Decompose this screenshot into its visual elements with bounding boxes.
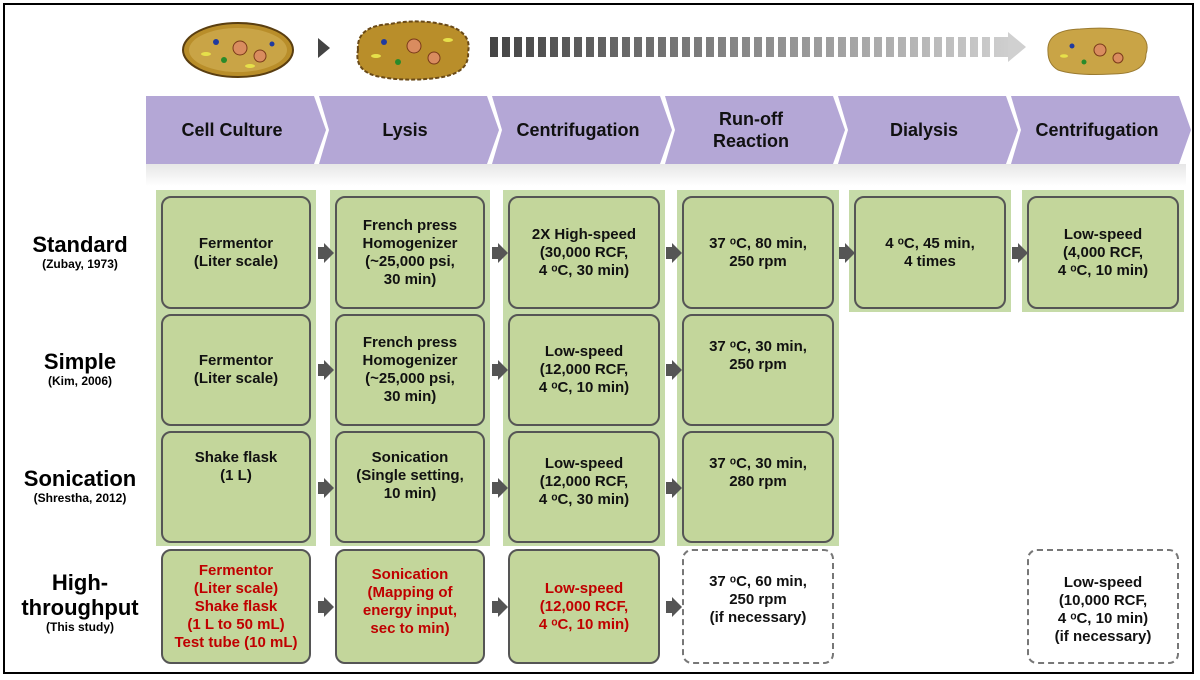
box-text: Sonication (Mapping of energy input, sec… [362, 565, 458, 637]
row-name: Standard [32, 232, 128, 257]
flow-arrow-icon [839, 243, 855, 263]
row-ref: (This study) [46, 620, 114, 634]
sonication-runoff-box: 37 ᵒC, 30 min, 280 rpm [682, 431, 834, 543]
box-text: 37 ᵒC, 30 min, 280 rpm [709, 455, 807, 490]
figure-frame [3, 3, 1194, 674]
flow-arrow-icon [492, 597, 508, 617]
row-name: Sonication [23, 466, 137, 491]
row-label-standard: Standard (Zubay, 1973) [10, 232, 150, 272]
flow-arrow-icon [492, 478, 508, 498]
row-ref: (Zubay, 1973) [42, 257, 118, 271]
flow-arrow-icon [318, 597, 334, 617]
ht-lysis-box: Sonication (Mapping of energy input, sec… [335, 549, 485, 664]
box-text: 37 ᵒC, 60 min, 250 rpm (if necessary) [709, 572, 807, 626]
ht-runoff-box: 37 ᵒC, 60 min, 250 rpm (if necessary) [682, 549, 834, 664]
intact-cell-icon [182, 22, 294, 78]
ht-centrifugation-box: Low-speed (12,000 RCF, 4 ᵒC, 10 min) [508, 549, 660, 664]
flow-arrow-icon [1012, 243, 1028, 263]
row-name: Simple [43, 349, 117, 374]
box-text: Low-speed (10,000 RCF, 4 ᵒC, 10 min) (if… [1054, 573, 1152, 645]
standard-lysis-box: French press Homogenizer (~25,000 psi, 3… [335, 196, 485, 309]
box-text: Sonication (Single setting, 10 min) [356, 449, 464, 502]
simple-lysis-box: French press Homogenizer (~25,000 psi, 3… [335, 314, 485, 426]
box-text: 4 ᵒC, 45 min, 4 times [885, 234, 975, 270]
box-text: Low-speed (12,000 RCF, 4 ᵒC, 10 min) [538, 579, 630, 633]
simple-culture-box: Fermentor (Liter scale) [161, 314, 311, 426]
row-label-simple: Simple (Kim, 2006) [10, 349, 150, 389]
row-label-sonication: Sonication (Shrestha, 2012) [10, 466, 150, 506]
sonication-culture-box: Shake flask (1 L) [161, 431, 311, 543]
box-text: Fermentor (Liter scale) [193, 234, 279, 270]
row-ref: (Kim, 2006) [47, 374, 113, 388]
flow-arrow-icon [318, 360, 334, 380]
box-text: French press Homogenizer (~25,000 psi, 3… [362, 216, 458, 288]
standard-centrifugation-box: 2X High-speed (30,000 RCF, 4 ᵒC, 30 min) [508, 196, 660, 309]
row-name: High- throughput [21, 570, 139, 620]
flow-arrow-icon [318, 243, 334, 263]
stage-dialysis: Dialysis [838, 96, 1018, 164]
flow-arrow-icon [666, 478, 682, 498]
chevron-shadow [146, 164, 1186, 186]
row-ref: (Shrestha, 2012) [33, 491, 127, 505]
standard-runoff-box: 37 ᵒC, 80 min, 250 rpm [682, 196, 834, 309]
stage-label: Centrifugation [1035, 120, 1159, 140]
lysed-cell-icon [356, 20, 470, 81]
flow-arrow-icon [318, 478, 334, 498]
ht-culture-box: Fermentor (Liter scale) Shake flask (1 L… [161, 549, 311, 664]
sonication-centrifugation-box: Low-speed (12,000 RCF, 4 ᵒC, 30 min) [508, 431, 660, 543]
box-text: 37 ᵒC, 80 min, 250 rpm [709, 234, 807, 270]
flow-arrow-icon [666, 360, 682, 380]
flow-arrow-icon [492, 243, 508, 263]
box-text: Fermentor (Liter scale) [193, 352, 279, 387]
box-text: 37 ᵒC, 30 min, 250 rpm [709, 338, 807, 373]
standard-dialysis-box: 4 ᵒC, 45 min, 4 times [854, 196, 1006, 309]
box-text: French press Homogenizer (~25,000 psi, 3… [362, 334, 458, 405]
stage-lysis: Lysis [319, 96, 499, 164]
stage-run-off-reaction: Run-off Reaction [665, 96, 845, 164]
flow-arrow-icon [666, 597, 682, 617]
box-text: Low-speed (4,000 RCF, 4 ᵒC, 10 min) [1057, 225, 1149, 279]
stage-label: Cell Culture [181, 120, 283, 140]
box-text: Shake flask (1 L) [194, 449, 278, 484]
lysis-arrow-icon [318, 38, 330, 58]
extract-cell-icon [1047, 27, 1148, 75]
ht-centrifugation-2-box: Low-speed (10,000 RCF, 4 ᵒC, 10 min) (if… [1027, 549, 1179, 664]
stage-centrifugation-2: Centrifugation [1011, 96, 1191, 164]
gradient-arrow-icon [490, 32, 1026, 62]
standard-culture-box: Fermentor (Liter scale) [161, 196, 311, 309]
flow-arrow-icon [666, 243, 682, 263]
stage-label: Dialysis [889, 120, 959, 140]
row-label-high-throughput: High- throughput (This study) [10, 570, 150, 635]
stage-cell-culture: Cell Culture [146, 96, 326, 164]
stage-label: Centrifugation [516, 120, 640, 140]
standard-centrifugation-2-box: Low-speed (4,000 RCF, 4 ᵒC, 10 min) [1027, 196, 1179, 309]
stage-label: Run-off Reaction [712, 109, 790, 151]
stage-centrifugation-1: Centrifugation [492, 96, 672, 164]
flow-arrow-icon [492, 360, 508, 380]
box-text: Low-speed (12,000 RCF, 4 ᵒC, 10 min) [538, 343, 630, 396]
box-text: Low-speed (12,000 RCF, 4 ᵒC, 30 min) [538, 455, 630, 508]
simple-centrifugation-box: Low-speed (12,000 RCF, 4 ᵒC, 10 min) [508, 314, 660, 426]
simple-runoff-box: 37 ᵒC, 30 min, 250 rpm [682, 314, 834, 426]
box-text: 2X High-speed (30,000 RCF, 4 ᵒC, 30 min) [531, 225, 637, 279]
stage-label: Lysis [382, 120, 428, 140]
box-text: Fermentor (Liter scale) Shake flask (1 L… [174, 561, 298, 651]
sonication-lysis-box: Sonication (Single setting, 10 min) [335, 431, 485, 543]
